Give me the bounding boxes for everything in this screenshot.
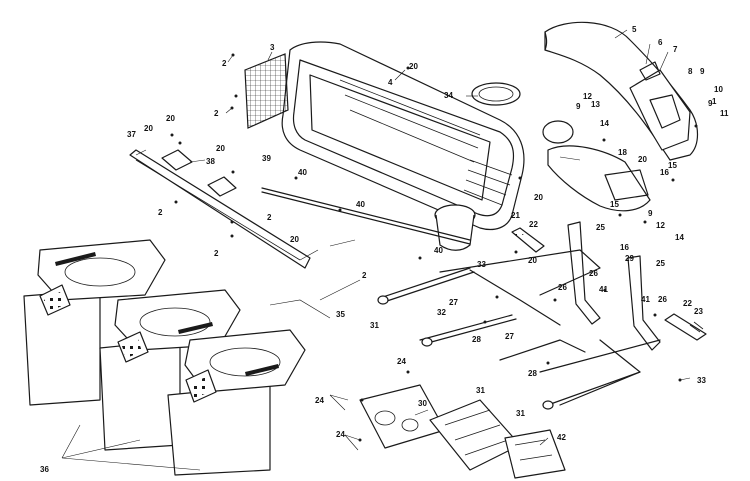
handle-grip-upper (511, 227, 545, 253)
label-41: 41 (599, 285, 608, 294)
label-15: 15 (610, 200, 619, 209)
label-12: 12 (656, 221, 665, 230)
part-labels: 1 2 2 2 2 2 2 3 4 5 6 7 8 9 9 9 9 10 11 … (40, 25, 729, 474)
label-7: 7 (673, 45, 678, 54)
leader-lines (61, 29, 691, 471)
label-9: 9 (708, 99, 713, 108)
label-13: 13 (591, 100, 600, 109)
label-2: 2 (214, 109, 219, 118)
label-14: 14 (675, 233, 684, 242)
label-14: 14 (600, 119, 609, 128)
label-26: 26 (558, 283, 567, 292)
mount-plate-30 (359, 384, 446, 449)
label-31: 31 (516, 409, 525, 418)
label-24: 24 (336, 430, 345, 439)
label-36: 36 (40, 465, 49, 474)
label-2: 2 (362, 271, 367, 280)
label-8: 8 (688, 67, 693, 76)
label-2: 2 (267, 213, 272, 222)
label-40: 40 (434, 246, 443, 255)
label-25: 25 (656, 259, 665, 268)
label-21: 21 (511, 211, 520, 220)
label-40: 40 (356, 200, 365, 209)
label-16: 16 (620, 243, 629, 252)
collection-bag-1 (23, 239, 166, 406)
label-20: 20 (144, 124, 153, 133)
trim-rail (129, 149, 311, 269)
label-22: 22 (529, 220, 538, 229)
label-40: 40 (298, 168, 307, 177)
gasket-ring (471, 82, 521, 106)
label-30: 30 (418, 399, 427, 408)
perforated-plate (429, 399, 521, 471)
label-33: 33 (697, 376, 706, 385)
label-20: 20 (638, 155, 647, 164)
label-20: 20 (166, 114, 175, 123)
label-22: 22 (683, 299, 692, 308)
label-5: 5 (632, 25, 637, 34)
label-20: 20 (528, 256, 537, 265)
support-bracket-right (627, 255, 661, 351)
deflector-plate (542, 120, 651, 212)
label-15: 15 (668, 161, 677, 170)
label-1: 1 (712, 97, 717, 106)
label-38: 38 (206, 157, 215, 166)
label-25: 25 (596, 223, 605, 232)
label-20: 20 (534, 193, 543, 202)
label-3: 3 (270, 43, 275, 52)
label-26: 26 (658, 295, 667, 304)
label-35: 35 (336, 310, 345, 319)
label-16: 16 (660, 168, 669, 177)
label-2: 2 (214, 249, 219, 258)
label-20: 20 (409, 62, 418, 71)
label-41: 41 (641, 295, 650, 304)
label-31: 31 (476, 386, 485, 395)
fasteners (170, 53, 698, 442)
label-23: 23 (694, 307, 703, 316)
collection-bag-3 (167, 329, 306, 476)
label-18: 18 (618, 148, 627, 157)
label-9: 9 (648, 209, 653, 218)
label-2: 2 (158, 208, 163, 217)
label-11: 11 (720, 109, 729, 118)
label-6: 6 (658, 38, 663, 47)
label-4: 4 (388, 78, 393, 87)
label-42: 42 (557, 433, 566, 442)
handle-grip-lower (664, 313, 707, 341)
label-29: 29 (625, 254, 634, 263)
label-31: 31 (370, 321, 379, 330)
label-24: 24 (315, 396, 324, 405)
label-9: 9 (576, 102, 581, 111)
label-33: 33 (477, 260, 486, 269)
label-2: 2 (222, 59, 227, 68)
collector-housing (281, 41, 525, 251)
label-20: 20 (216, 144, 225, 153)
label-27: 27 (449, 298, 458, 307)
screen-panel (244, 53, 289, 129)
bracket-plate-42 (504, 429, 566, 479)
label-9: 9 (700, 67, 705, 76)
label-12: 12 (583, 92, 592, 101)
label-28: 28 (528, 369, 537, 378)
label-26: 26 (589, 269, 598, 278)
cross-rod (261, 187, 471, 245)
label-32: 32 (437, 308, 446, 317)
label-39: 39 (262, 154, 271, 163)
frame-rods (377, 249, 661, 410)
label-24: 24 (397, 357, 406, 366)
label-20: 20 (290, 235, 299, 244)
support-bracket-left (567, 221, 601, 325)
label-34: 34 (444, 91, 453, 100)
label-28: 28 (472, 335, 481, 344)
label-27: 27 (505, 332, 514, 341)
label-10: 10 (714, 85, 723, 94)
label-37: 37 (127, 130, 136, 139)
